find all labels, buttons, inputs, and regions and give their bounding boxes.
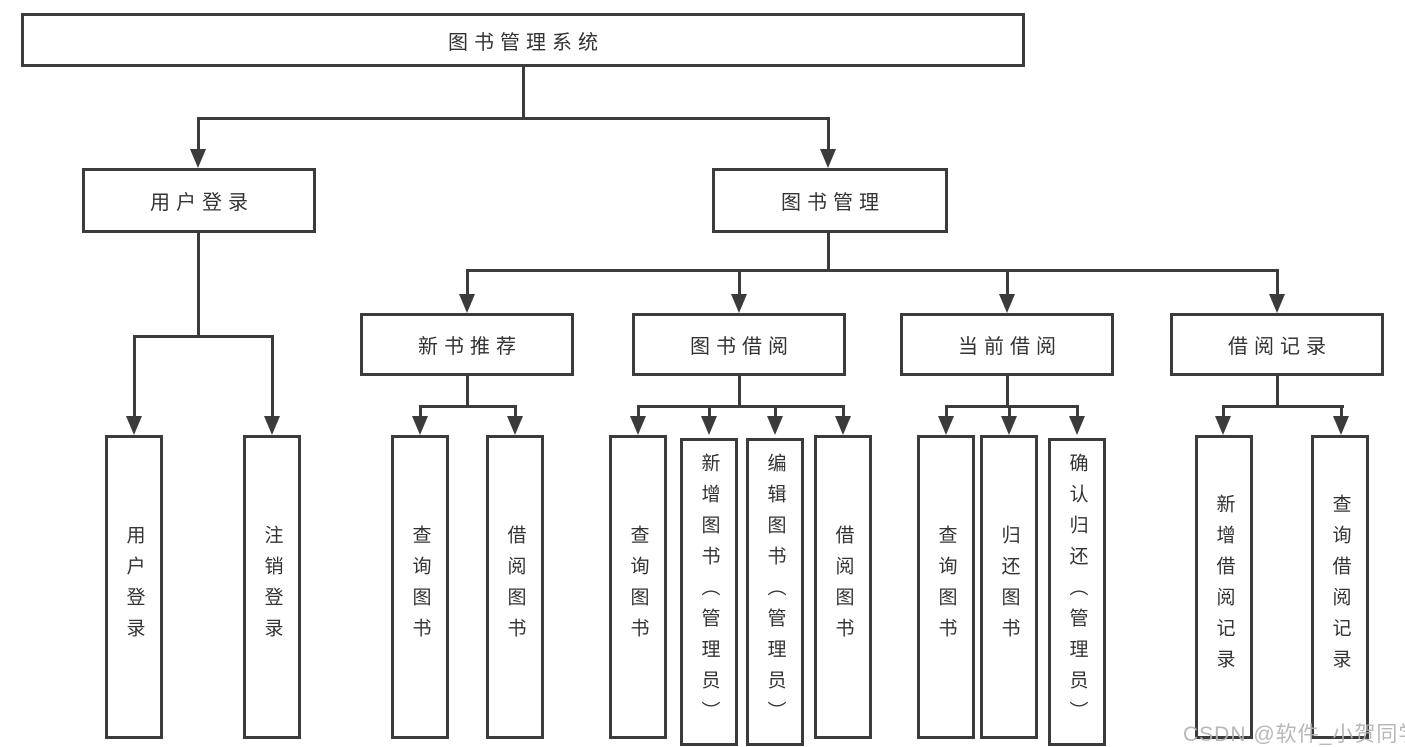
arrow-down-icon bbox=[820, 149, 836, 168]
connector-stem bbox=[1340, 407, 1343, 418]
arrow-down-icon bbox=[126, 416, 142, 435]
connector-stem-book-management bbox=[827, 119, 830, 150]
connector-stem bbox=[419, 407, 422, 418]
connector-stem bbox=[637, 407, 640, 418]
leaf-confirm-return-admin: 确认归还（管理员） bbox=[1048, 438, 1106, 746]
connector-stem bbox=[842, 407, 845, 418]
leaf-borrow-books-2-label: 借阅图书 bbox=[832, 525, 854, 649]
node-book-management: 图书管理 bbox=[712, 168, 948, 233]
connector-stem-current-borrow bbox=[1006, 271, 1009, 295]
connector-stem bbox=[1008, 407, 1011, 418]
node-user-login-label: 用户登录 bbox=[150, 192, 254, 214]
arrow-down-icon bbox=[459, 294, 475, 313]
arrow-down-icon bbox=[767, 416, 783, 435]
leaf-user-login-label: 用户登录 bbox=[123, 525, 145, 649]
connector-root-trunk bbox=[522, 67, 525, 119]
leaf-borrow-books-2: 借阅图书 bbox=[814, 435, 872, 739]
leaf-borrow-books-1-label: 借阅图书 bbox=[504, 525, 526, 649]
node-book-management-label: 图书管理 bbox=[781, 192, 885, 214]
connector-stem-leaf-logout bbox=[271, 337, 274, 417]
arrow-down-icon bbox=[1215, 416, 1231, 435]
arrow-down-icon bbox=[999, 294, 1015, 313]
node-borrow-records-label: 借阅记录 bbox=[1228, 336, 1332, 358]
arrow-down-icon bbox=[264, 416, 280, 435]
connector-stem bbox=[945, 407, 948, 418]
node-new-book-recommend: 新书推荐 bbox=[360, 313, 574, 376]
leaf-add-borrow-record: 新增借阅记录 bbox=[1195, 435, 1253, 739]
connector-stem bbox=[1076, 407, 1079, 418]
connector-new-book-recommend-trunk bbox=[466, 376, 469, 407]
leaf-edit-books-admin-label: 编辑图书（管理员） bbox=[764, 452, 786, 732]
arrow-down-icon bbox=[630, 416, 646, 435]
node-root-label: 图书管理系统 bbox=[448, 31, 604, 54]
csdn-watermark: CSDN @软件_小贺同学 bbox=[1183, 723, 1405, 746]
arrow-down-icon bbox=[1069, 416, 1085, 435]
arrow-down-icon bbox=[507, 416, 523, 435]
leaf-query-books-2-label: 查询图书 bbox=[627, 525, 649, 649]
leaf-user-login: 用户登录 bbox=[105, 435, 163, 739]
leaf-add-books-admin: 新增图书（管理员） bbox=[680, 438, 738, 746]
leaf-add-borrow-record-label: 新增借阅记录 bbox=[1213, 494, 1235, 680]
connector-stem bbox=[708, 407, 711, 418]
node-root: 图书管理系统 bbox=[21, 13, 1025, 67]
arrow-down-icon bbox=[1269, 294, 1285, 313]
connector-stem-new-book-recommend bbox=[466, 271, 469, 295]
connector-user-login-trunk bbox=[197, 233, 200, 337]
arrow-down-icon bbox=[1333, 416, 1349, 435]
connector-stem bbox=[514, 407, 517, 418]
connector-borrow-records-crossbar bbox=[1222, 405, 1344, 408]
leaf-query-books-1: 查询图书 bbox=[391, 435, 449, 739]
connector-stem bbox=[774, 407, 777, 418]
node-book-borrow-label: 图书借阅 bbox=[690, 336, 794, 358]
leaf-query-borrow-record-label: 查询借阅记录 bbox=[1329, 494, 1351, 680]
connector-stem bbox=[1222, 407, 1225, 418]
leaf-query-books-3: 查询图书 bbox=[917, 435, 975, 739]
node-user-login: 用户登录 bbox=[82, 168, 316, 233]
leaf-add-books-admin-label: 新增图书（管理员） bbox=[698, 452, 720, 732]
connector-user-login-crossbar bbox=[133, 335, 274, 338]
connector-stem-user-login bbox=[197, 119, 200, 150]
leaf-query-books-2: 查询图书 bbox=[609, 435, 667, 739]
leaf-return-books-label: 归还图书 bbox=[998, 525, 1020, 649]
leaf-query-books-3-label: 查询图书 bbox=[935, 525, 957, 649]
connector-stem-leaf-user-login bbox=[133, 337, 136, 417]
connector-new-book-recommend-crossbar bbox=[419, 405, 517, 408]
arrow-down-icon bbox=[938, 416, 954, 435]
connector-stem-book-borrow bbox=[738, 271, 741, 295]
connector-current-borrow-crossbar bbox=[945, 405, 1079, 408]
leaf-logout-label: 注销登录 bbox=[261, 525, 283, 649]
node-borrow-records: 借阅记录 bbox=[1170, 313, 1384, 376]
arrow-down-icon bbox=[412, 416, 428, 435]
arrow-down-icon bbox=[835, 416, 851, 435]
leaf-borrow-books-1: 借阅图书 bbox=[486, 435, 544, 739]
leaf-query-books-1-label: 查询图书 bbox=[409, 525, 431, 649]
leaf-confirm-return-admin-label: 确认归还（管理员） bbox=[1066, 452, 1088, 732]
connector-borrow-records-trunk bbox=[1276, 376, 1279, 407]
arrow-down-icon bbox=[1001, 416, 1017, 435]
connector-book-management-trunk bbox=[827, 233, 830, 272]
arrow-down-icon bbox=[731, 294, 747, 313]
connector-stem-borrow-records bbox=[1276, 271, 1279, 295]
connector-book-borrow-crossbar bbox=[637, 405, 845, 408]
connector-current-borrow-trunk bbox=[1006, 376, 1009, 407]
connector-book-management-crossbar bbox=[466, 269, 1279, 272]
leaf-edit-books-admin: 编辑图书（管理员） bbox=[746, 438, 804, 746]
leaf-return-books: 归还图书 bbox=[980, 435, 1038, 739]
node-current-borrow: 当前借阅 bbox=[900, 313, 1114, 376]
connector-book-borrow-trunk bbox=[738, 376, 741, 407]
arrow-down-icon bbox=[701, 416, 717, 435]
node-new-book-recommend-label: 新书推荐 bbox=[418, 336, 522, 358]
node-current-borrow-label: 当前借阅 bbox=[958, 336, 1062, 358]
leaf-logout: 注销登录 bbox=[243, 435, 301, 739]
node-book-borrow: 图书借阅 bbox=[632, 313, 846, 376]
leaf-query-borrow-record: 查询借阅记录 bbox=[1311, 435, 1369, 739]
connector-root-crossbar bbox=[197, 117, 830, 120]
arrow-down-icon bbox=[190, 149, 206, 168]
